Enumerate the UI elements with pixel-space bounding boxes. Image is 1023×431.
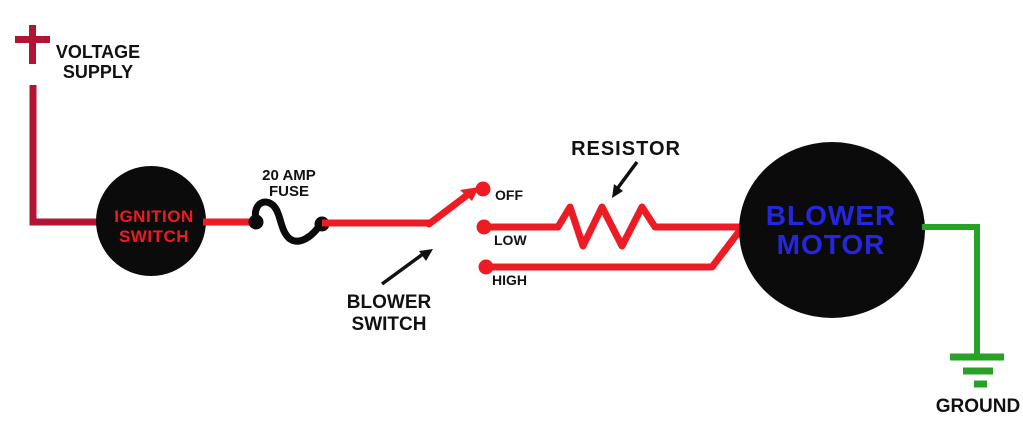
fuse-label-line2: FUSE	[269, 183, 309, 200]
annotation-arrow-icon	[612, 160, 639, 198]
ignition-switch: IGNITION SWITCH	[96, 166, 206, 276]
switch-position-high-label: HIGH	[492, 272, 527, 288]
resistor-zigzag-icon	[554, 203, 659, 250]
ignition-switch-body	[96, 166, 206, 276]
ground: GROUND	[922, 224, 1020, 417]
blower-switch-callout: BLOWER SWITCH	[347, 249, 433, 335]
resistor-callout: RESISTOR	[571, 138, 681, 198]
ground-label: GROUND	[936, 396, 1020, 417]
blower-switch-label-line1: BLOWER	[347, 292, 432, 313]
fuse-squiggle-icon	[251, 198, 326, 245]
blower-switch-label-line2: SWITCH	[352, 314, 427, 335]
voltage-supply-label-line2: SUPPLY	[63, 62, 133, 82]
resistor-circuit: RESISTOR	[484, 138, 745, 250]
switch-position-off-label: OFF	[495, 187, 523, 203]
fuse: 20 AMP FUSE	[248, 167, 330, 245]
blower-motor-label-line2: MOTOR	[777, 229, 886, 260]
blower-switch: OFF LOW HIGH BLOWER SWITCH	[347, 181, 527, 335]
switch-contact-off	[475, 181, 491, 197]
blower-motor: BLOWER MOTOR	[739, 142, 925, 318]
ignition-switch-label-line1: IGNITION	[114, 207, 194, 226]
annotation-arrow-icon	[380, 249, 433, 286]
wire-high-to-motor	[482, 225, 745, 271]
fuse-label-line1: 20 AMP	[262, 167, 316, 184]
plus-terminal-icon	[15, 25, 50, 64]
resistor-label: RESISTOR	[571, 138, 681, 160]
switch-arm-arrow-icon	[425, 187, 479, 228]
voltage-supply-label-line1: VOLTAGE	[56, 42, 140, 62]
switch-position-low-label: LOW	[494, 232, 527, 248]
fuse-terminal-left	[248, 214, 264, 230]
blower-motor-body	[739, 142, 925, 318]
blower-motor-label-line1: BLOWER	[766, 200, 896, 231]
ignition-switch-label-line2: SWITCH	[119, 227, 189, 246]
wire-motor-to-ground	[922, 224, 980, 354]
ground-symbol-icon	[950, 353, 1004, 388]
supply-wire	[29, 85, 104, 226]
voltage-supply: VOLTAGE SUPPLY	[15, 25, 140, 226]
